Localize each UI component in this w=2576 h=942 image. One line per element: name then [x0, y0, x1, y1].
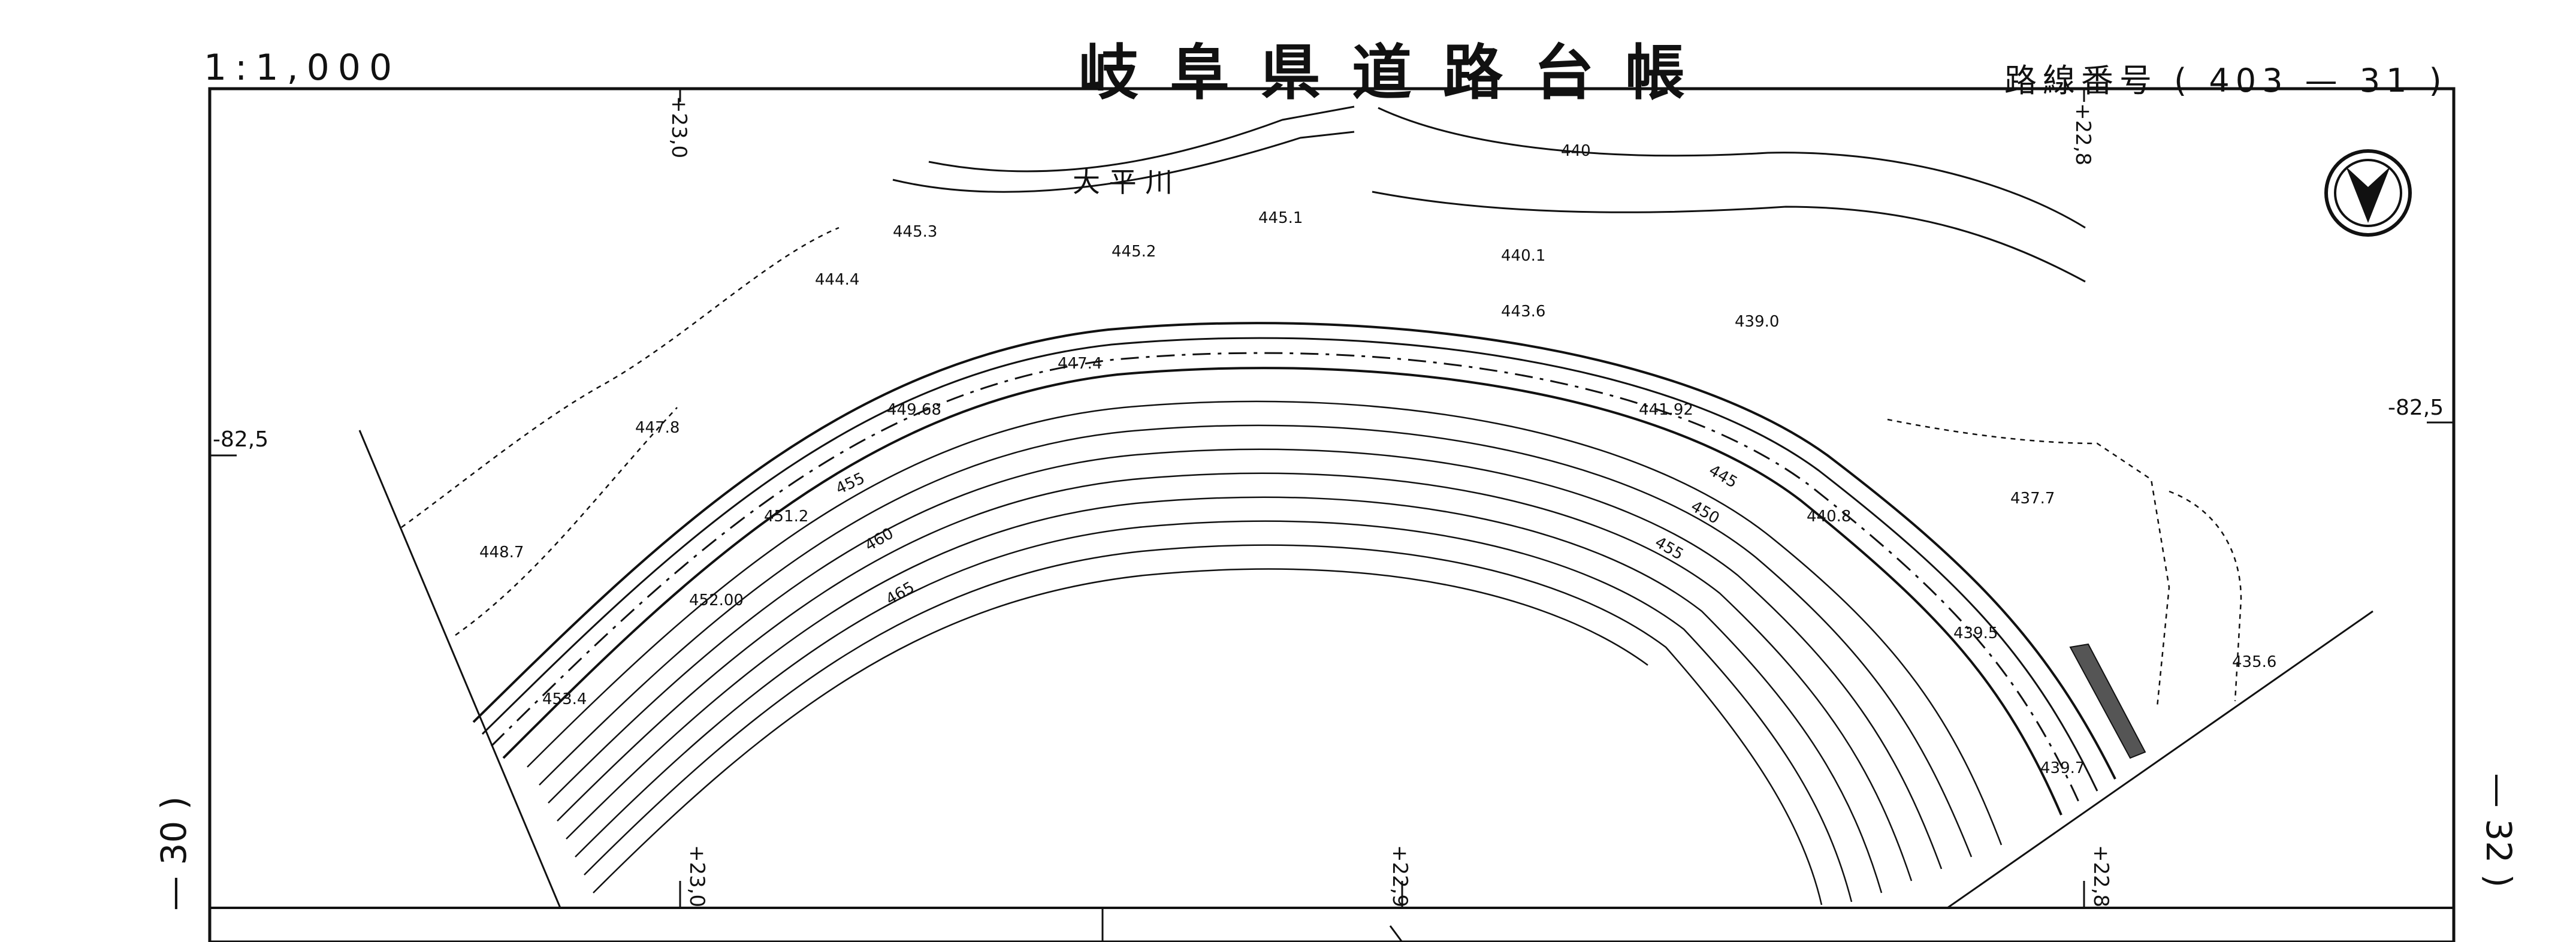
- grid-label-bottom-left: +23,0: [685, 845, 709, 907]
- contour-lines: [527, 400, 2003, 905]
- grid-label-right: -82,5: [2388, 395, 2444, 420]
- contour-labels: 455 460 465 445 450 455: [833, 461, 1740, 609]
- sheet-cut-lines: [358, 430, 2373, 909]
- spot-elevation: 447.4: [1058, 355, 1102, 373]
- spot-elevation: 440.8: [1807, 508, 1851, 526]
- spot-elevation: 451.2: [764, 508, 808, 526]
- river-label: 大 平 川: [1073, 166, 1173, 198]
- field-boundaries: [401, 227, 2242, 708]
- grid-label-top-left: +23,0: [667, 96, 691, 158]
- page-title: 岐阜県道路台帳: [1079, 38, 1716, 108]
- grid-label-left: -82,5: [213, 427, 268, 452]
- spot-elevation: 453.4: [542, 690, 587, 708]
- north-arrow-icon: [2324, 149, 2412, 237]
- route-number: 路線番号 ( 403 — 31 ): [2004, 62, 2448, 99]
- prev-sheet-label: — 30 ): [153, 796, 194, 911]
- spot-elevation: 445.2: [1112, 243, 1156, 261]
- spot-elevation: 439.7: [2040, 759, 2085, 777]
- spot-elevation: 437.7: [2010, 490, 2055, 508]
- spot-elevations: 445.3 445.2 445.1 440.1 440 444.4 443.6 …: [479, 142, 2276, 777]
- spot-elevation: 447.8: [635, 419, 680, 437]
- spot-elevation: 449.68: [887, 401, 941, 419]
- spot-elevation: 435.6: [2232, 653, 2276, 671]
- road: [472, 322, 2116, 816]
- spot-elevation: 440.1: [1501, 247, 1545, 265]
- contour-label: 445: [1706, 461, 1741, 492]
- spot-elevation: 439.0: [1735, 313, 1779, 331]
- grid-label-bottom-right: +22,8: [2089, 845, 2113, 907]
- spot-elevation: 440: [1561, 142, 1591, 160]
- grid-ticks: [210, 89, 2454, 942]
- spot-elevation: 443.6: [1501, 303, 1545, 321]
- spot-elevation: 441.92: [1639, 401, 1693, 419]
- spot-elevation: 439.5: [1953, 624, 1998, 642]
- spot-elevation: 448.7: [479, 544, 524, 561]
- contour-label: 460: [862, 524, 897, 555]
- grid-label-bottom-mid: +22,9: [1388, 845, 1412, 907]
- map-scale: 1:1,000: [204, 47, 401, 89]
- spot-elevation: 445.1: [1258, 209, 1303, 227]
- hatched-structure: [2069, 643, 2146, 759]
- river-banks: [892, 105, 2086, 283]
- grid-label-top-right: +22,8: [2071, 103, 2095, 165]
- spot-elevation: 452.00: [689, 591, 744, 609]
- spot-elevation: 444.4: [815, 271, 859, 289]
- map-frame: [208, 87, 2456, 942]
- spot-elevation: 445.3: [893, 223, 937, 241]
- next-sheet-label: — 32 ): [2478, 773, 2519, 887]
